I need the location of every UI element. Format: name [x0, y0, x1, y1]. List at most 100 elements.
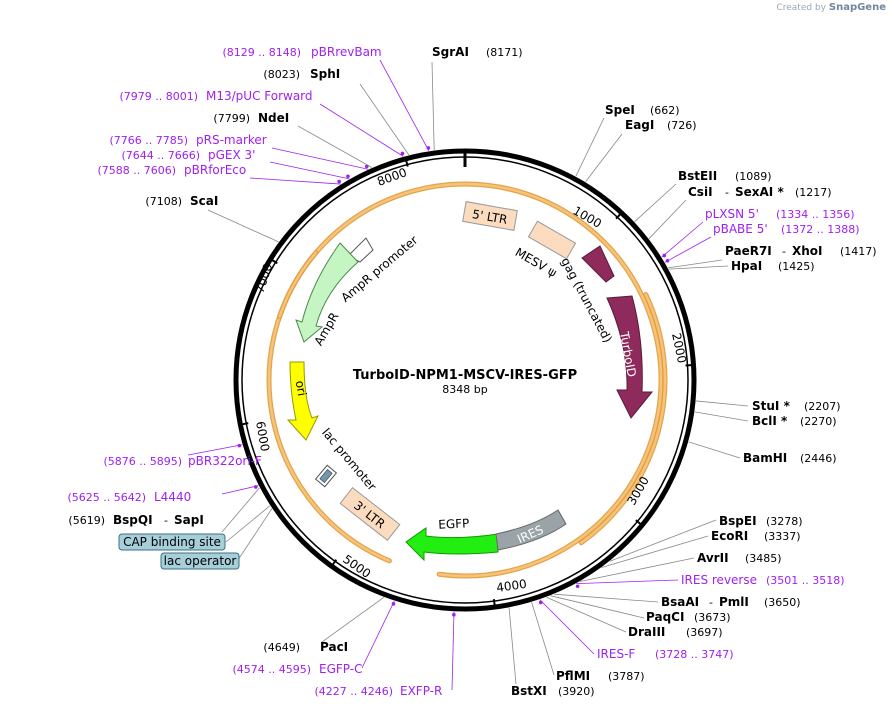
xhoi-label[interactable]: XhoI	[792, 244, 823, 258]
l4440-pos: (5625 .. 5642)	[67, 491, 146, 504]
leader-line-3	[207, 209, 279, 243]
paqci-pos: (3673)	[694, 611, 731, 624]
bspei-pos: (3278)	[766, 515, 803, 528]
sexai-label[interactable]: SexAI *	[735, 185, 784, 199]
ndei-pos: (7799)	[213, 112, 250, 125]
leader-line-33	[187, 444, 243, 456]
gag-feature[interactable]	[581, 245, 615, 283]
leader-line-10	[585, 133, 623, 183]
primer-marker-29	[538, 600, 543, 605]
exfpr-label[interactable]: EXFP-R	[400, 684, 442, 698]
eagi-label[interactable]: EagI	[625, 118, 654, 132]
leader-line-15	[661, 221, 704, 258]
cap-binding-site-label: CAP binding site	[123, 535, 221, 549]
paci-pos: (4649)	[263, 641, 300, 654]
plxsn-label[interactable]: pLXSN 5'	[705, 207, 759, 221]
paqci-label[interactable]: PaqCI	[646, 610, 684, 624]
pgex-label[interactable]: pGEX 3'	[208, 148, 255, 162]
tick-6000: 6000	[253, 420, 272, 453]
backbone-outer	[233, 148, 697, 612]
m13-pos: (7979 .. 8001)	[119, 90, 198, 103]
egfp-feature[interactable]	[405, 527, 499, 562]
bamhi-pos: (2446)	[800, 452, 837, 465]
sapi-label[interactable]: SapI	[174, 513, 204, 527]
pbabe-label[interactable]: pBABE 5'	[713, 222, 768, 236]
bstxi-label[interactable]: BstXI	[511, 684, 547, 698]
orf-arc-ampr-inner	[278, 251, 318, 318]
leader-line-12	[648, 199, 687, 239]
pbrforeco-pos: (7588 .. 7606)	[97, 164, 176, 177]
draiii-label[interactable]: DraIII	[628, 625, 665, 639]
leader-line-30	[321, 597, 385, 643]
sphi-pos: (8023)	[263, 68, 300, 81]
orf-arc-turboid-inner	[579, 293, 667, 545]
ltr5-feature[interactable]: 5' LTR	[462, 201, 518, 231]
iresf-label[interactable]: IRES-F	[597, 647, 635, 661]
pmli-label[interactable]: PmlI	[719, 595, 749, 609]
ori-feature[interactable]	[286, 361, 319, 441]
ecori-pos: (3337)	[764, 530, 801, 543]
bsaai-label[interactable]: BsaAI	[661, 595, 699, 609]
bamhi-label[interactable]: BamHI	[743, 451, 787, 465]
prs-label[interactable]: pRS-marker	[196, 133, 267, 147]
csii-label[interactable]: CsiI	[688, 185, 713, 199]
ltr3-feature[interactable]: 3' LTR	[339, 486, 401, 542]
m13-label[interactable]: M13/pUC Forward	[206, 89, 313, 103]
ltr5-label: 5' LTR	[471, 207, 508, 227]
leader-line-6	[271, 147, 369, 170]
leader-line-35	[221, 487, 260, 533]
primer-marker-34	[253, 485, 258, 489]
iresrev-label[interactable]: IRES reverse	[681, 573, 757, 587]
lac-promoter-feature[interactable]	[314, 464, 338, 488]
credit-prefix: Created by	[776, 3, 826, 13]
primer-marker-6	[364, 164, 369, 169]
stui-label[interactable]: StuI *	[752, 399, 791, 413]
egfpc-label[interactable]: EGFP-C	[319, 662, 362, 676]
leader-line-34	[221, 485, 259, 495]
avrii-label[interactable]: AvrII	[697, 551, 729, 565]
primer-marker-5	[400, 151, 405, 156]
pbrrevbam-label[interactable]: pBRrevBam	[311, 45, 382, 59]
bspei-label[interactable]: BspEI	[719, 514, 757, 528]
cap-binding-site-box[interactable]: CAP binding site	[118, 533, 226, 551]
draiii-pos: (3697)	[686, 626, 723, 639]
orf-arcs	[266, 181, 668, 579]
bsteii-label[interactable]: BstEII	[678, 169, 717, 183]
leader-line-2	[297, 125, 373, 168]
turboid-feature[interactable]	[606, 295, 654, 419]
iresf-pos: (3728 .. 3747)	[655, 648, 734, 661]
pbr322-label[interactable]: pBR322ori-F	[188, 454, 262, 468]
egfp-label: EGFP	[438, 516, 470, 532]
pflmi-pos: (3787)	[608, 670, 645, 683]
scai-pos: (7108)	[145, 195, 182, 208]
leader-line-31	[361, 600, 395, 669]
ampr-feature[interactable]	[295, 242, 359, 343]
tick-mark	[271, 259, 278, 265]
pflmi-label[interactable]: PflMI	[556, 669, 590, 683]
leader-line-32	[451, 611, 455, 691]
hpai-label[interactable]: HpaI	[731, 259, 762, 273]
sphi-label[interactable]: SphI	[310, 67, 340, 81]
bspqi-label[interactable]: BspQI	[113, 513, 153, 527]
paer7i-label[interactable]: PaeR7I	[725, 244, 772, 258]
plxsn-pos: (1334 .. 1356)	[776, 208, 855, 221]
lac-operator-box[interactable]: lac operator	[160, 552, 240, 570]
spei-label[interactable]: SpeI	[605, 103, 635, 117]
bcli-label[interactable]: BclI *	[752, 414, 788, 428]
paci-label[interactable]: PacI	[320, 640, 348, 654]
leader-line-21	[601, 535, 709, 568]
leader-line-22	[579, 557, 695, 582]
pbrrevbam-pos: (8129 .. 8148)	[222, 46, 301, 59]
ecori-label[interactable]: EcoRI	[711, 529, 748, 543]
primer-marker-8	[337, 179, 341, 184]
primer-marker-4	[426, 146, 431, 150]
ires-feature[interactable]	[495, 509, 567, 551]
leader-line-24	[550, 595, 645, 619]
pbrforeco-label[interactable]: pBRforEco	[184, 163, 246, 177]
ndei-label[interactable]: NdeI	[258, 111, 289, 125]
leader-line-14	[668, 265, 729, 270]
mesv-feature[interactable]	[527, 220, 577, 260]
l4440-label[interactable]: L4440	[154, 490, 191, 504]
sgrai-label[interactable]: SgrAI	[432, 45, 469, 59]
scai-label[interactable]: ScaI	[190, 194, 218, 208]
